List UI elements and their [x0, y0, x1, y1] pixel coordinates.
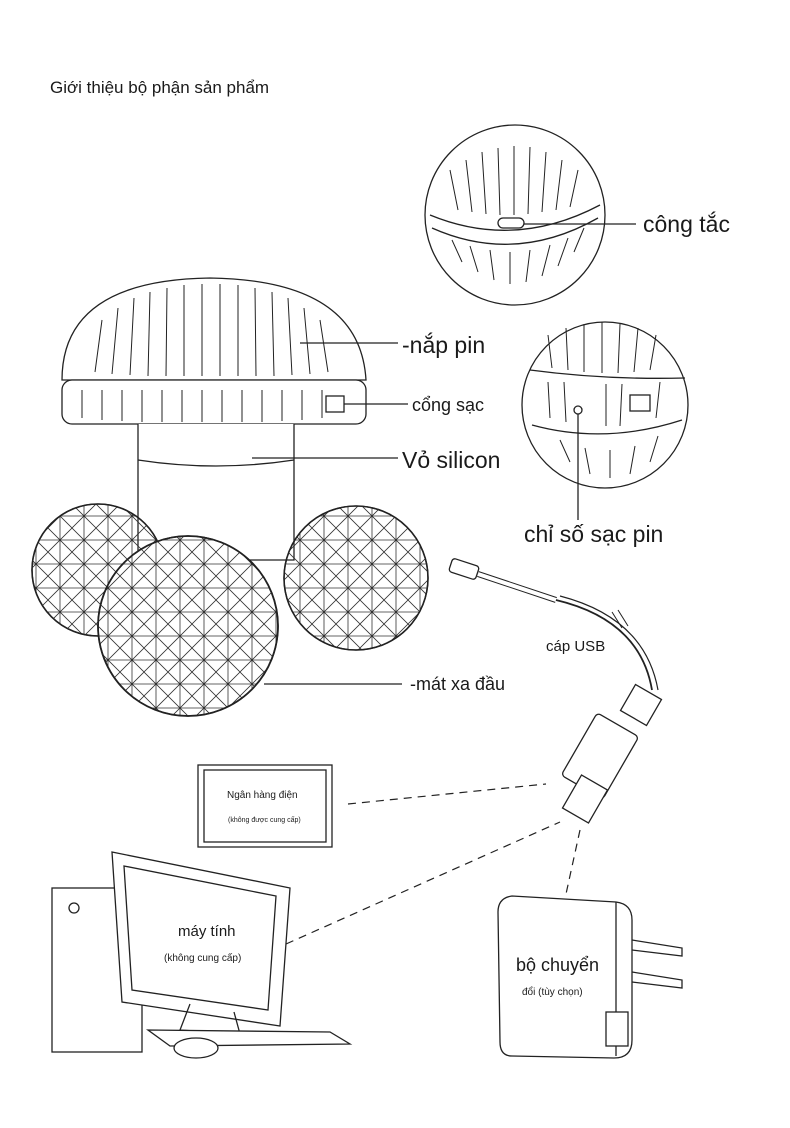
power-bank-note: (không được cung cấp): [228, 817, 301, 824]
silicone-shell-label: Vỏ silicon: [402, 447, 501, 473]
charging-port-label: cổng sạc: [412, 395, 485, 415]
massage-head-label: -mát xa đầu: [410, 674, 506, 694]
adapter-drawing: [497, 895, 683, 1059]
silicone-shell: [137, 424, 398, 561]
massage-heads: [31, 503, 429, 717]
battery-cover-label: -nắp pin: [402, 332, 486, 358]
computer-note: (không cung cấp): [164, 953, 242, 964]
usb-cable: [448, 558, 663, 824]
power-bank-label: Ngân hàng điện: [227, 790, 298, 801]
adapter-label-line1: bộ chuyển: [516, 955, 600, 975]
power-bank-box: [197, 764, 333, 848]
battery-cap: [61, 277, 408, 425]
switch-label: công tắc: [643, 211, 730, 237]
adapter-label-line2: đổi (tùy chọn): [522, 987, 583, 998]
page-title: Giới thiệu bộ phận sản phẩm: [50, 78, 270, 97]
computer-drawing: [51, 851, 353, 1059]
indicator-zoom-circle: [521, 321, 689, 520]
connector-lines: [285, 783, 581, 945]
charge-indicator-label: chỉ số sạc pin: [524, 521, 664, 547]
usb-cable-label: cáp USB: [546, 638, 606, 655]
switch-zoom-circle: [424, 124, 636, 306]
computer-label: máy tính: [178, 923, 236, 940]
